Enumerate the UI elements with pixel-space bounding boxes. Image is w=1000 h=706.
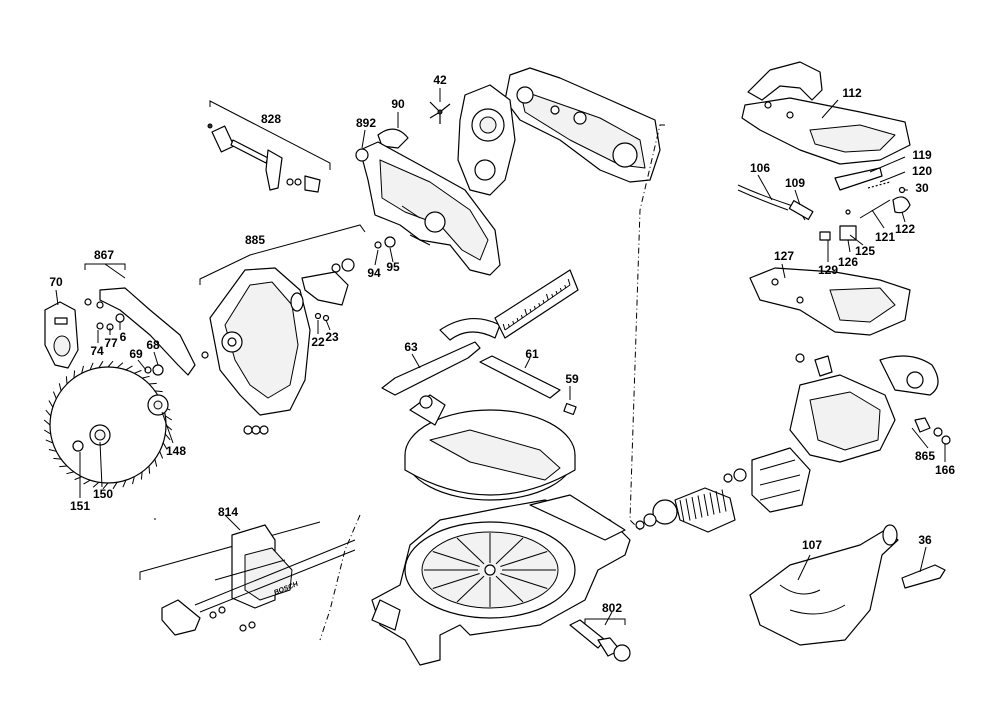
upper-blade-guard (355, 141, 501, 276)
knob-42 (429, 101, 451, 124)
stator (723, 447, 811, 513)
part-label-68: 68 (146, 338, 160, 352)
gear-housing-part (457, 84, 516, 196)
part-label-166: 166 (935, 463, 955, 477)
scale-ticks (502, 278, 571, 331)
part-label-125: 125 (855, 244, 875, 258)
part-label-42: 42 (433, 73, 447, 87)
part-label-121: 121 (875, 230, 895, 244)
part-label-69: 69 (129, 347, 143, 361)
part-label-814: 814 (218, 505, 238, 519)
part-number-labels: 42 90 892 828 112 119 120 30 106 109 121… (49, 73, 955, 615)
part-label-106: 106 (750, 161, 770, 175)
turntable (404, 394, 576, 501)
part-label-148: 148 (166, 444, 186, 458)
part-label-885: 885 (245, 233, 265, 247)
blade-teeth (43, 360, 173, 490)
part-label-36: 36 (918, 533, 932, 547)
part-label-127: 127 (774, 249, 794, 263)
part-label-63: 63 (404, 340, 418, 354)
part-label-23: 23 (325, 330, 339, 344)
fence-63 (381, 269, 579, 396)
part-label-120: 120 (912, 164, 932, 178)
part-label-22: 22 (311, 335, 325, 349)
guard-washers (290, 236, 396, 322)
wrench-36 (901, 564, 946, 589)
part-label-151: 151 (70, 499, 90, 513)
leader-lines (55, 88, 946, 626)
arm-housing-part (504, 67, 661, 183)
part-label-107: 107 (802, 538, 822, 552)
part-label-122: 122 (895, 222, 915, 236)
fence-insert-61 (479, 355, 577, 416)
saw-blade-150 (43, 360, 173, 490)
part-label-865: 865 (915, 449, 935, 463)
part-label-867: 867 (94, 248, 114, 262)
part-label-892: 892 (356, 116, 376, 130)
armature-windings (679, 489, 727, 523)
reference-line (629, 124, 665, 531)
plate-70 (44, 301, 79, 369)
part-label-126: 126 (838, 255, 858, 269)
part-label-119: 119 (912, 148, 932, 162)
part-label-109: 109 (785, 176, 805, 190)
part-label-74: 74 (90, 344, 104, 358)
part-label-77: 77 (104, 336, 118, 350)
dust-bag-107 (749, 524, 899, 646)
part-label-61: 61 (525, 347, 539, 361)
handle-base-127 (749, 267, 911, 336)
part-label-59: 59 (565, 372, 579, 386)
part-label-94: 94 (367, 266, 381, 280)
part-label-828: 828 (261, 112, 281, 126)
knob-802 (569, 618, 631, 662)
reference-line (319, 514, 361, 641)
part-label-129: 129 (818, 263, 838, 277)
cap-90 (377, 128, 409, 149)
saw-base (371, 494, 631, 666)
part-label-802: 802 (602, 601, 622, 615)
part-label-95: 95 (386, 260, 400, 274)
motor-housing (789, 353, 951, 463)
top-handle-112 (741, 61, 911, 165)
lower-blade-guard-885 (199, 224, 366, 435)
lever-867 (84, 263, 196, 376)
part-label-6: 6 (120, 330, 127, 344)
power-cord-106 (737, 184, 851, 221)
armature (635, 487, 736, 533)
extension-814: BOSCH (139, 518, 356, 636)
base-spokes (424, 533, 556, 607)
bracket-828 (207, 100, 331, 193)
part-label-112: 112 (842, 86, 862, 100)
part-label-30: 30 (915, 181, 929, 195)
part-label-90: 90 (391, 97, 405, 111)
part-label-150: 150 (93, 487, 113, 501)
part-label-70: 70 (49, 275, 63, 289)
